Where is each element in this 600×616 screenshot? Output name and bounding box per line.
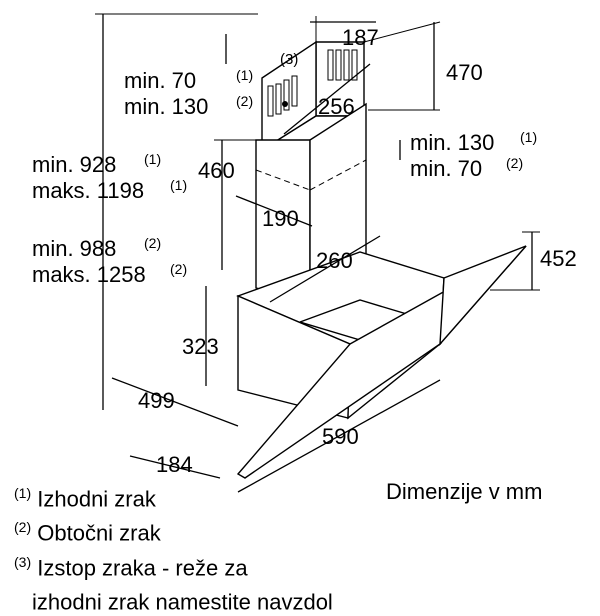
- gap-top-recirc-note: (2): [236, 93, 253, 109]
- gap-top-recirc-label: min. 130: [124, 94, 208, 119]
- slot-marker-label: (3): [280, 51, 298, 68]
- chimney-top-height-label: 470: [446, 60, 483, 85]
- chimney-lower-width-label: 190: [262, 206, 299, 231]
- legend-item: (2) Obtočni zrak: [14, 519, 161, 546]
- gap-top-exhaust-note: (1): [236, 67, 253, 83]
- dimension-labels: 187 (3) 470 min. 70 (1) min. 130 (2) 256…: [32, 25, 577, 477]
- total-exhaust-max-label: maks. 1198: [32, 178, 144, 203]
- gap-top-exhaust-label: min. 70: [124, 68, 196, 93]
- chimney-lower-depth-label: 260: [316, 248, 353, 273]
- vent-slots: [267, 49, 358, 117]
- total-recirc-max-label: maks. 1258: [32, 262, 146, 287]
- hood-height-label: 452: [540, 246, 577, 271]
- units-caption: Dimenzije v mm: [386, 479, 543, 504]
- body-height-label: 323: [182, 334, 219, 359]
- total-exhaust-min-label: min. 928: [32, 152, 116, 177]
- gap-mid-exhaust-label: min. 130: [410, 130, 494, 155]
- chimney-lower-height-label: 460: [198, 158, 235, 183]
- legend-item: (3) Izstop zraka - reže za: [14, 553, 248, 580]
- legend-item: (1) Izhodni zrak: [14, 485, 156, 512]
- dimension-lines: [95, 13, 540, 493]
- gap-mid-exhaust-note: (1): [520, 129, 537, 145]
- range-hood-dimension-diagram: 187 (3) 470 min. 70 (1) min. 130 (2) 256…: [32, 13, 577, 493]
- total-recirc-min-note: (2): [144, 235, 161, 251]
- chimney-depth-label: 256: [318, 94, 355, 119]
- gap-mid-recirc-label: min. 70: [410, 156, 482, 181]
- bottom-depth-label: 184: [156, 452, 193, 477]
- gap-mid-recirc-note: (2): [506, 155, 523, 171]
- legend-item: izhodni zrak namestite navzdol: [32, 589, 333, 615]
- chimney-width-label: 187: [342, 25, 379, 50]
- total-exhaust-min-note: (1): [144, 151, 161, 167]
- total-recirc-max-note: (2): [170, 261, 187, 277]
- body-depth-label: 499: [138, 388, 175, 413]
- hood-width-label: 590: [322, 424, 359, 449]
- total-exhaust-max-note: (1): [170, 177, 187, 193]
- legend: (1) Izhodni zrak (2) Obtočni zrak (3) Iz…: [14, 479, 333, 616]
- total-recirc-min-label: min. 988: [32, 236, 116, 261]
- hood-body: [236, 245, 527, 479]
